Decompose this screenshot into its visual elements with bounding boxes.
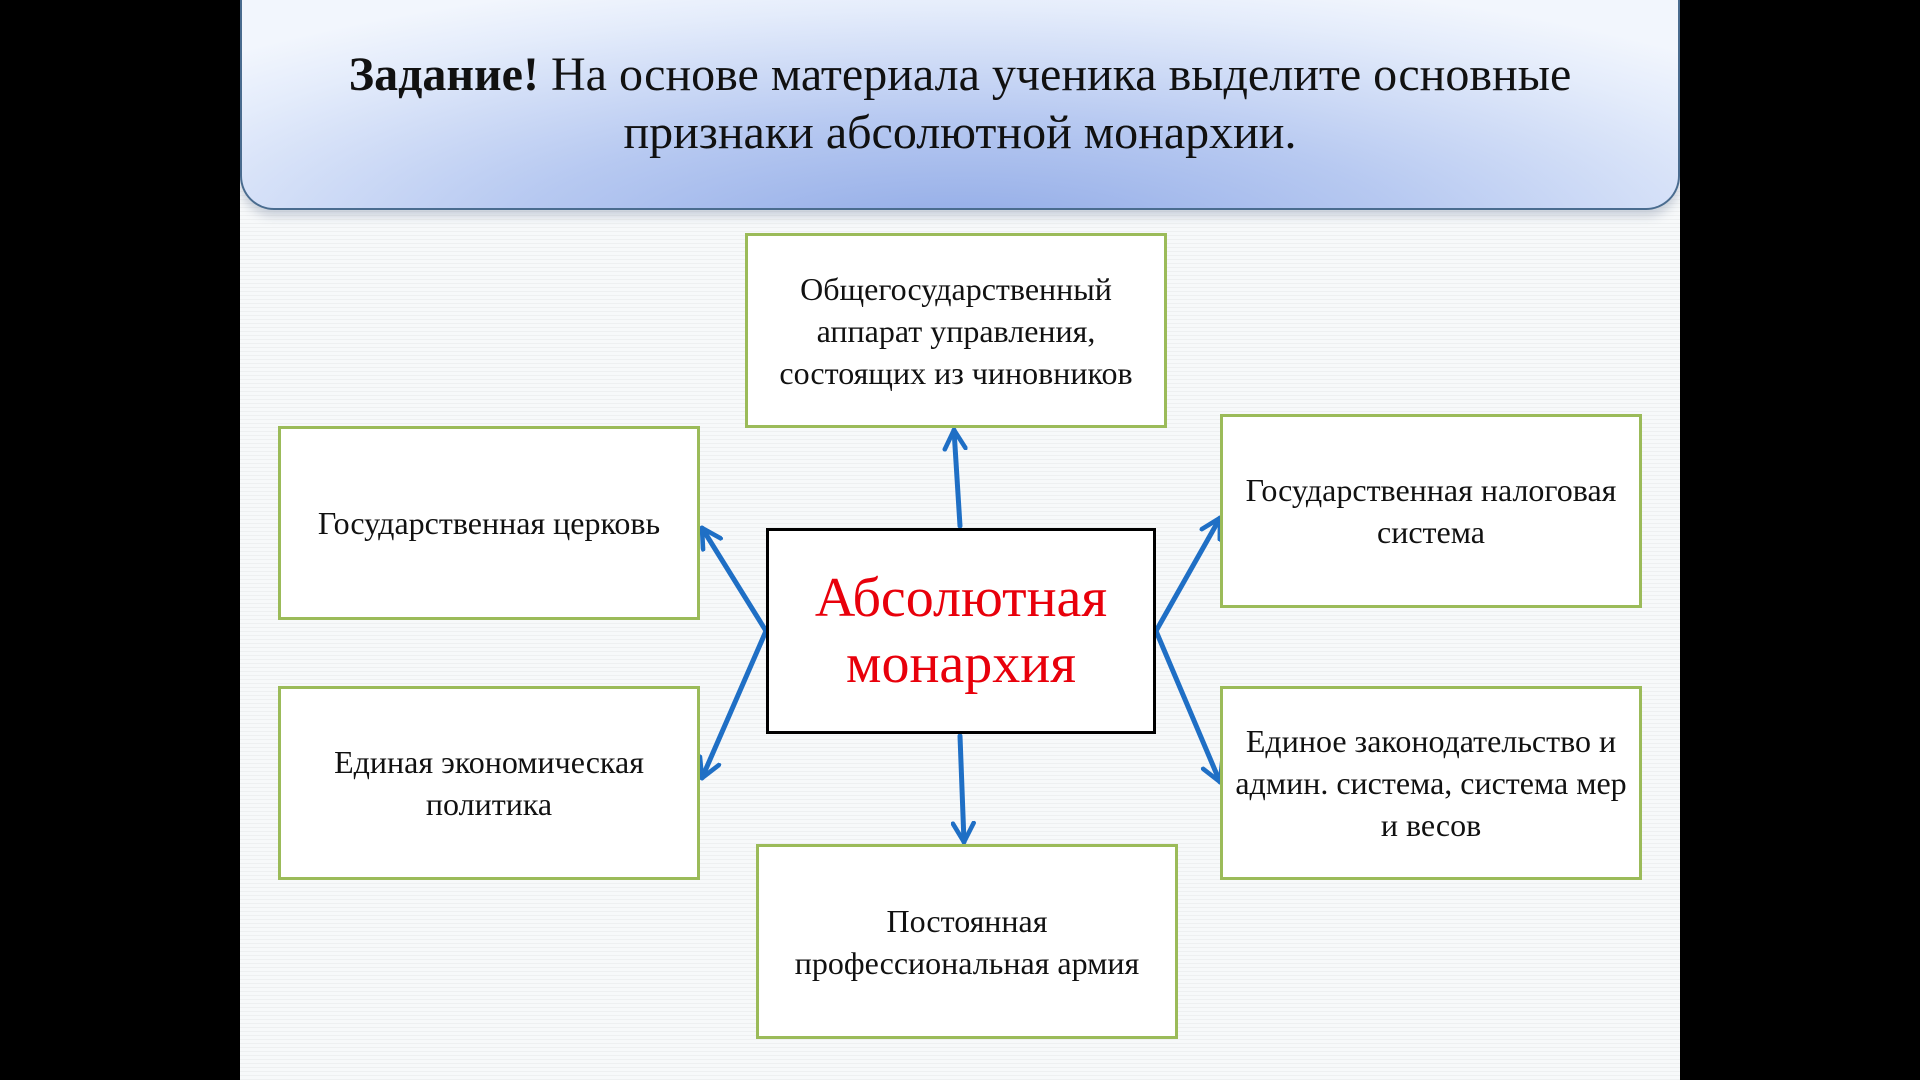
arrow-upper-left bbox=[699, 525, 769, 634]
box-bottom: Постоянная профессиональная армия bbox=[756, 844, 1178, 1039]
arrow-bottom bbox=[960, 733, 964, 845]
box-upper-right: Государственная налоговая система bbox=[1220, 414, 1642, 608]
box-upper-left: Государственная церковь bbox=[278, 426, 700, 620]
task-banner: Задание! На основе материала ученика выд… bbox=[240, 0, 1680, 210]
center-node: Абсолютная монархия bbox=[766, 528, 1156, 734]
arrow-upper-right bbox=[1153, 515, 1223, 634]
task-prefix: Задание! bbox=[348, 48, 539, 101]
arrow-lower-right bbox=[1153, 628, 1220, 785]
box-top: Общегосударственный аппарат управления, … bbox=[745, 233, 1167, 428]
arrow-lower-left bbox=[702, 628, 769, 781]
arrow-top bbox=[954, 427, 960, 529]
task-text: Задание! На основе материала ученика выд… bbox=[290, 46, 1630, 162]
box-lower-right: Единое законодательство и админ. система… bbox=[1220, 686, 1642, 880]
box-lower-left: Единая экономическая политика bbox=[278, 686, 700, 880]
slide: Задание! На основе материала ученика выд… bbox=[240, 0, 1680, 1080]
task-body: На основе материала ученика выделите осн… bbox=[538, 48, 1572, 159]
